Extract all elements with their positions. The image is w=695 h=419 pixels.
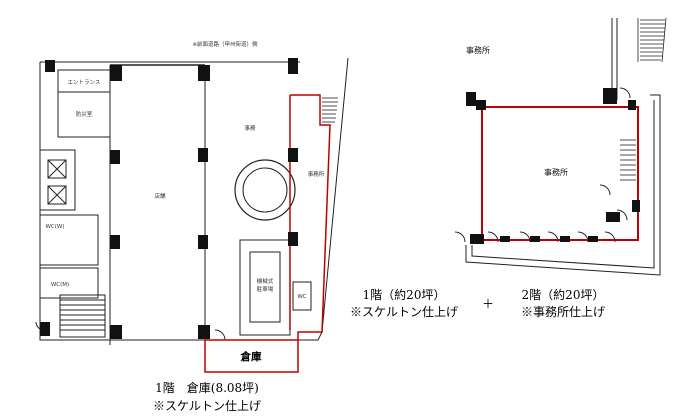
floor1-plan: [35, 57, 349, 373]
door-arc: [604, 231, 616, 243]
column: [603, 88, 617, 104]
column: [288, 232, 298, 246]
label-wc-w: WC(W): [45, 224, 64, 230]
floor1-caption-1: 1階 倉庫(8.08坪): [155, 380, 259, 395]
office-strip-highlight: [290, 94, 331, 340]
door-arc: [577, 231, 589, 243]
floor2-balcony-inner: [471, 100, 655, 269]
label-store: 店舗: [154, 192, 166, 200]
turntable-inner: [242, 167, 288, 213]
label-office: 事務: [244, 124, 256, 132]
label-warehouse: 倉庫: [240, 350, 262, 363]
floor1-highlight: [204, 94, 331, 373]
column: [628, 100, 636, 110]
floor2-balcony-outline: [465, 94, 661, 276]
label-office-side: 事務所: [308, 170, 325, 178]
floor1-caption-2: ※スケルトン仕上げ: [153, 399, 261, 413]
column: [632, 200, 640, 212]
label-parking-2: 駐車場: [257, 285, 274, 293]
column: [560, 236, 570, 242]
office-strip-stairs: [322, 97, 338, 123]
column: [198, 325, 210, 339]
column: [500, 236, 510, 242]
floor1-stairs: [59, 294, 106, 338]
column: [530, 236, 540, 242]
mechanical-parking-inner: [249, 251, 281, 323]
column: [40, 322, 50, 336]
small-wc: [292, 281, 312, 311]
floor2-room-label: 事務所: [544, 167, 568, 177]
door-arc-1: [214, 329, 226, 341]
middle-left-line1: 1階（約20坪）: [363, 287, 446, 302]
column: [45, 60, 55, 72]
turntable: [234, 159, 296, 221]
column: [110, 150, 120, 164]
floor1-columns: [40, 58, 298, 339]
label-disaster-room: 防災室: [76, 110, 93, 118]
floor2-plan: [454, 18, 661, 276]
wc-m-room: [39, 267, 99, 299]
column: [110, 325, 122, 339]
floor2-top-stairs: [637, 17, 667, 63]
column: [470, 234, 484, 244]
column: [198, 65, 210, 81]
column: [198, 235, 208, 249]
label-wc-m: WC(M): [51, 282, 69, 288]
column: [466, 92, 476, 106]
column: [476, 100, 486, 110]
floor2-side-stairs: [620, 139, 636, 181]
elevator-shaft: [39, 149, 76, 211]
label-small-wc: WC: [297, 294, 306, 300]
door-arc: [547, 231, 559, 243]
column: [288, 148, 298, 162]
floor2-title: 事務所: [466, 45, 490, 55]
door-arc: [454, 231, 466, 243]
label-parking-1: 機械式: [257, 277, 274, 285]
elevator-car-1: [47, 159, 67, 179]
door-arc: [519, 231, 531, 243]
column: [588, 236, 598, 242]
door-arc: [616, 209, 628, 221]
door-arc: [487, 231, 499, 243]
label-entrance: エントランス: [68, 79, 101, 86]
column: [110, 235, 120, 249]
middle-right-line1: 2階（約20坪）: [522, 287, 605, 302]
column: [288, 58, 298, 74]
wc-w-room: [39, 214, 99, 266]
door-arc: [619, 87, 631, 99]
column: [198, 148, 208, 162]
warehouse-highlight: [204, 339, 299, 373]
middle-plus: ＋: [482, 297, 494, 311]
door-arc: [599, 184, 611, 196]
column: [110, 65, 122, 81]
column: [606, 212, 620, 222]
middle-right-line2: ※事務所仕上げ: [521, 305, 605, 319]
floor2-columns: [466, 88, 640, 244]
floor1-note-top: ※前面道路（甲州街道）側: [192, 40, 258, 48]
elevator-car-2: [47, 185, 67, 205]
middle-left-line2: ※スケルトン仕上げ: [350, 305, 458, 319]
